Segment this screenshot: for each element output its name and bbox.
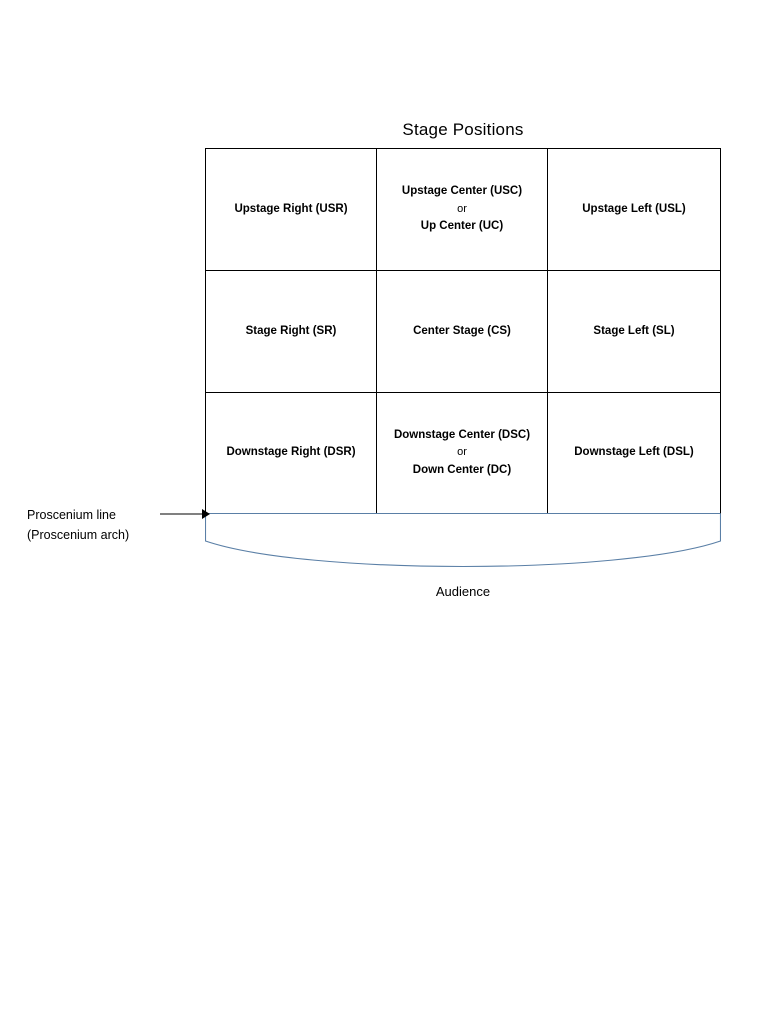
cell-upstage-left: Upstage Left (USL) xyxy=(548,149,720,271)
cell-center-stage: Center Stage (CS) xyxy=(377,271,548,393)
cell-downstage-left: Downstage Left (DSL) xyxy=(548,393,720,513)
cell-label: Upstage Center (USC) xyxy=(401,185,523,198)
cell-label-or: or xyxy=(457,446,467,459)
stage-grid: Upstage Right (USR) Upstage Center (USC)… xyxy=(205,148,721,514)
proscenium-label-line1: Proscenium line xyxy=(27,508,116,522)
stage-apron-shape xyxy=(205,513,721,575)
cell-stage-left: Stage Left (SL) xyxy=(548,271,720,393)
cell-label: Stage Right (SR) xyxy=(245,324,337,337)
cell-downstage-right: Downstage Right (DSR) xyxy=(206,393,377,513)
cell-label: Stage Left (SL) xyxy=(593,324,675,337)
cell-label-alt: Down Center (DC) xyxy=(412,463,512,476)
cell-downstage-center: Downstage Center (DSC) or Down Center (D… xyxy=(377,393,548,513)
cell-upstage-center: Upstage Center (USC) or Up Center (UC) xyxy=(377,149,548,271)
cell-upstage-right: Upstage Right (USR) xyxy=(206,149,377,271)
proscenium-label-line2: (Proscenium arch) xyxy=(27,528,130,542)
audience-label: Audience xyxy=(435,584,491,599)
cell-stage-right: Stage Right (SR) xyxy=(206,271,377,393)
cell-label: Upstage Right (USR) xyxy=(234,202,348,215)
cell-label-alt: Up Center (UC) xyxy=(420,220,504,233)
cell-label: Downstage Center (DSC) xyxy=(393,428,531,441)
page-title: Stage Positions xyxy=(402,120,524,139)
cell-label: Center Stage (CS) xyxy=(413,324,511,337)
cell-label: Downstage Left (DSL) xyxy=(574,446,694,459)
proscenium-line-label: Proscenium line (Proscenium arch) xyxy=(27,505,177,545)
cell-label-or: or xyxy=(457,202,467,215)
cell-label: Downstage Right (DSR) xyxy=(226,446,356,459)
arrow-right-icon xyxy=(160,505,210,523)
cell-label: Upstage Left (USL) xyxy=(582,202,686,215)
